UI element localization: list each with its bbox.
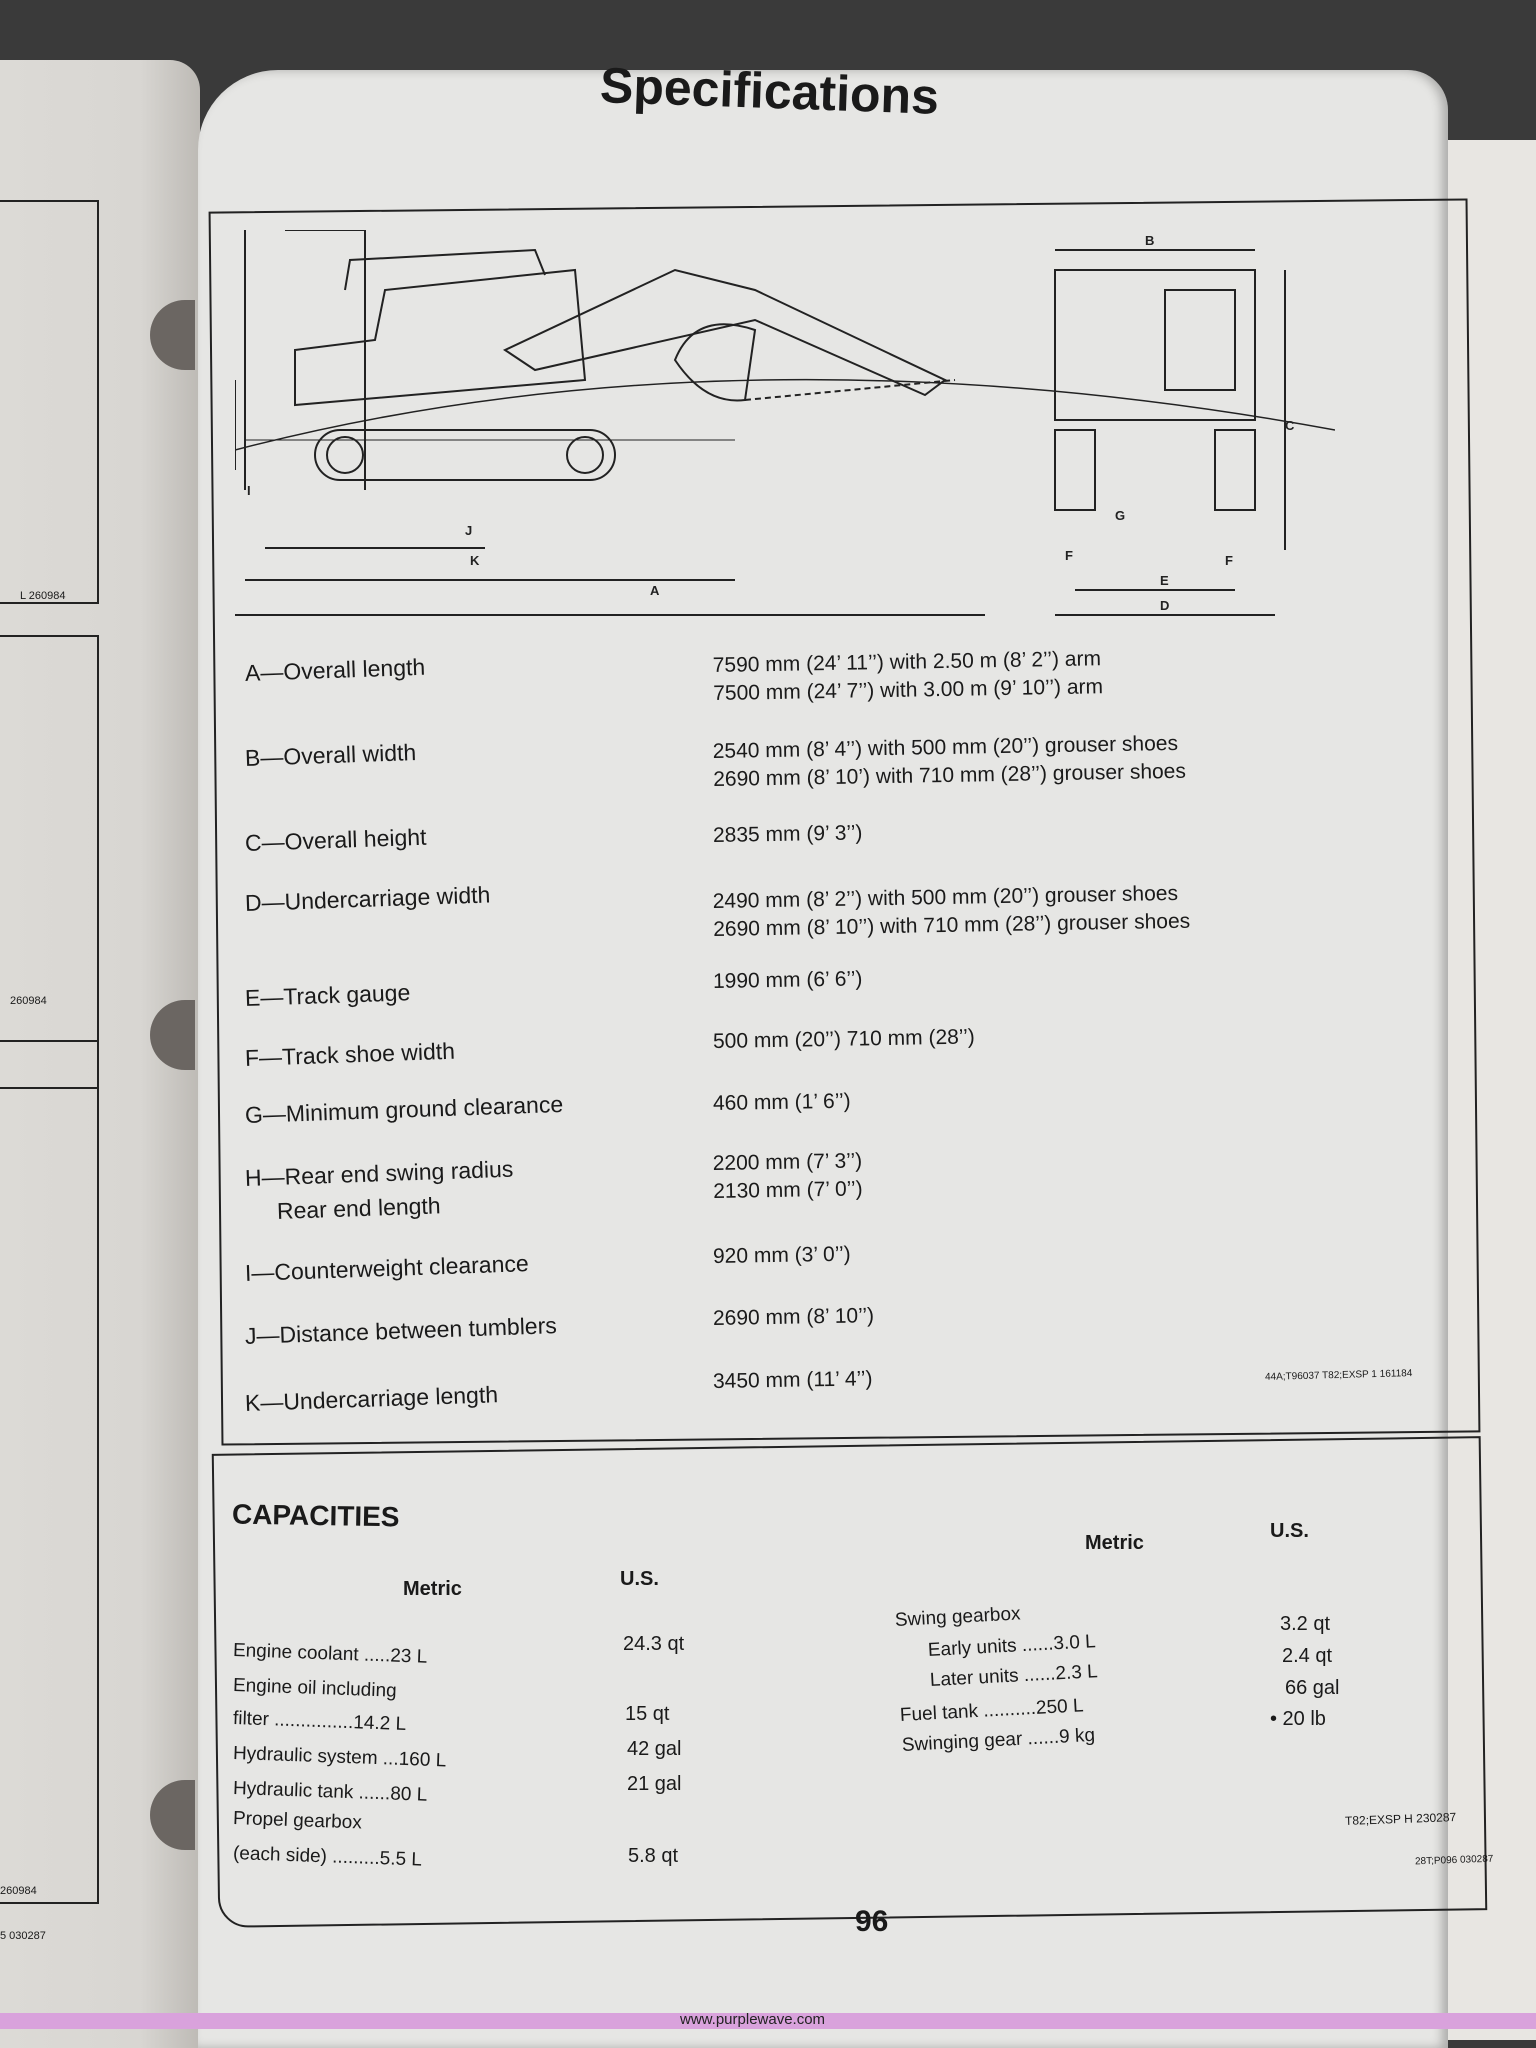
ground-line xyxy=(235,378,1335,451)
dim-label-d: D xyxy=(1160,598,1169,613)
dim-label-b: B xyxy=(1145,233,1154,248)
watermark-band: www.purplewave.com xyxy=(0,2011,1536,2029)
spec-value-i: 920 mm (3’ 0’’) xyxy=(712,1242,851,1268)
spec-value-c: 2835 mm (9’ 3’’) xyxy=(712,821,863,847)
dim-label-f: F xyxy=(1065,548,1073,563)
spec-value-a: 7590 mm (24’ 11’’) with 2.50 m (8’ 2’’) … xyxy=(712,647,1104,705)
spec-value-f: 500 mm (20’’) 710 mm (28’’) xyxy=(712,1025,975,1053)
binder-hole xyxy=(150,1780,195,1850)
us-header-right: U.S. xyxy=(1270,1520,1309,1542)
capacity-us-value: 42 gal xyxy=(627,1738,682,1760)
watermark-text: www.purplewave.com xyxy=(680,2011,826,2028)
boom-icon xyxy=(502,268,947,397)
capacity-us-value: 5.8 qt xyxy=(628,1845,679,1867)
dim-label-i: I xyxy=(247,483,251,498)
spec-value-b: 2540 mm (8’ 4’’) with 500 mm (20’’) grou… xyxy=(712,731,1187,791)
capacity-item: Propel gearbox xyxy=(232,1808,363,1834)
page-title: Specifications xyxy=(599,57,940,125)
left-page-box xyxy=(0,635,99,1089)
spec-value-k: 3450 mm (11’ 4’’) xyxy=(712,1367,873,1393)
spec-value-g: 460 mm (1’ 6’’) xyxy=(712,1089,851,1115)
metric-header-right: Metric xyxy=(1085,1532,1144,1554)
left-page-code: 260984 xyxy=(10,995,47,1007)
dim-label-e: E xyxy=(1160,573,1169,588)
manual-page xyxy=(198,70,1448,2048)
page-number: 96 xyxy=(855,1905,889,1938)
left-page-code: 260984 xyxy=(0,1885,37,1897)
left-page-code: L 260984 xyxy=(20,590,66,602)
us-header-left: U.S. xyxy=(620,1568,659,1590)
track-icon xyxy=(314,429,616,481)
spec-value-h: 2200 mm (7’ 3’’)2130 mm (7’ 0’’) xyxy=(712,1149,863,1203)
dim-label-h: H xyxy=(365,230,374,231)
dim-label-g: G xyxy=(1115,508,1125,523)
capacity-us-value: 15 qt xyxy=(625,1703,670,1725)
left-page-box xyxy=(0,200,99,604)
spec-value-j: 2690 mm (8’ 10’’) xyxy=(712,1304,875,1330)
bucket-icon xyxy=(673,323,757,402)
binder-hole xyxy=(150,300,195,370)
left-page: L 260984 260984 260984 5 030287 xyxy=(0,60,200,2048)
left-page-box xyxy=(0,1040,99,1904)
excavator-dimension-diagram: H K J A I B C G F F E D xyxy=(235,230,1335,616)
front-view-icon xyxy=(1054,269,1256,421)
spec-value-e: 1990 mm (6’ 6’’) xyxy=(712,967,863,993)
left-page-code: 5 030287 xyxy=(0,1930,46,1942)
dim-label-c: C xyxy=(1285,418,1295,433)
capacity-us-value: 66 gal xyxy=(1285,1677,1340,1699)
capacity-us-value: • 20 lb xyxy=(1270,1708,1326,1730)
capacity-us-value: 3.2 qt xyxy=(1280,1613,1331,1635)
dim-label-f: F xyxy=(1225,553,1233,568)
capacity-us-value: 21 gal xyxy=(627,1773,682,1795)
dim-label-a: A xyxy=(650,583,660,598)
spec-value-d: 2490 mm (8’ 2’’) with 500 mm (20’’) grou… xyxy=(712,881,1191,941)
capacity-us-value: 2.4 qt xyxy=(1282,1645,1333,1667)
spec-label-e: E—Track gauge xyxy=(244,979,411,1011)
metric-header-left: Metric xyxy=(403,1578,462,1600)
dim-label-k: K xyxy=(470,553,480,568)
capacity-us-value: 24.3 qt xyxy=(623,1633,685,1655)
capacities-title: CAPACITIES xyxy=(231,1498,400,1533)
cab-body-icon xyxy=(294,268,587,407)
dim-label-j: J xyxy=(465,523,472,538)
spec-label-h2: Rear end length xyxy=(276,1192,442,1224)
binder-hole xyxy=(150,1000,195,1070)
